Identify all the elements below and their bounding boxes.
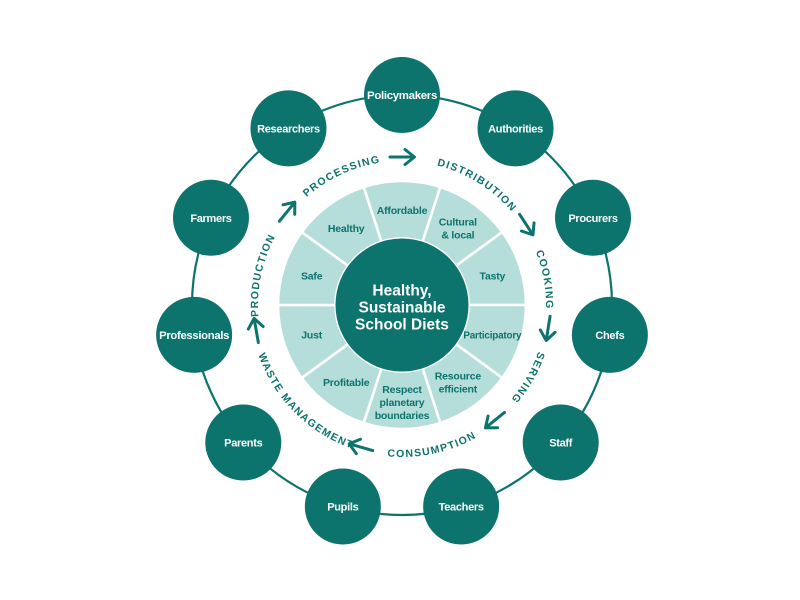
quality-label: Just bbox=[301, 329, 322, 341]
quality-label-line: Tasty bbox=[480, 271, 506, 283]
stakeholder-node: Farmers bbox=[172, 179, 249, 256]
stakeholder-disc bbox=[304, 468, 381, 545]
stakeholder-node: Pupils bbox=[304, 468, 381, 545]
stakeholder-node: Professionals bbox=[156, 296, 233, 373]
stakeholder-label: Staff bbox=[549, 438, 573, 450]
stakeholder-label: Policymakers bbox=[367, 90, 437, 102]
center-title-line: School Diets bbox=[355, 317, 449, 334]
stage-label: CONSUMPTION bbox=[387, 429, 478, 460]
stakeholder-disc bbox=[250, 90, 327, 167]
stakeholder-label: Authorities bbox=[488, 123, 543, 135]
quality-label-line: Participatory bbox=[463, 329, 521, 341]
stakeholder-node: Procurers bbox=[555, 179, 632, 256]
quality-label: Cultural& local bbox=[439, 217, 477, 242]
stakeholder-disc bbox=[423, 468, 500, 545]
stakeholder-disc bbox=[364, 57, 440, 133]
stakeholder-node: Authorities bbox=[477, 90, 554, 167]
quality-label: Safe bbox=[301, 271, 323, 283]
stakeholder-label: Farmers bbox=[190, 213, 231, 225]
stage-label: COOKING bbox=[533, 248, 555, 309]
stage-label-text: PRODUCTION bbox=[249, 232, 277, 317]
flow-arrow-icon bbox=[347, 437, 375, 456]
flow-arrow-icon bbox=[277, 200, 297, 223]
center-title-line: Healthy, bbox=[372, 283, 431, 300]
stakeholder-disc bbox=[156, 296, 233, 373]
stakeholder-label: Teachers bbox=[439, 501, 484, 513]
flow-arrows bbox=[246, 148, 557, 456]
quality-label-line: Profitable bbox=[323, 377, 370, 389]
stakeholder-circles: PolicymakersAuthoritiesProcurersChefsSta… bbox=[156, 57, 648, 545]
stakeholder-disc bbox=[571, 296, 648, 373]
stakeholder-label: Procurers bbox=[568, 213, 617, 225]
flow-arrow-icon bbox=[538, 314, 557, 342]
flow-arrow-icon bbox=[246, 316, 265, 345]
flow-arrow-icon bbox=[483, 410, 506, 430]
stakeholder-node: Chefs bbox=[571, 296, 648, 373]
flow-arrow-icon bbox=[518, 212, 536, 237]
quality-label-line: efficient bbox=[439, 383, 478, 395]
stakeholder-disc bbox=[205, 404, 282, 481]
stakeholder-disc bbox=[555, 179, 632, 256]
stakeholder-disc bbox=[477, 90, 554, 167]
stakeholder-label: Chefs bbox=[595, 330, 624, 342]
quality-label: Participatory bbox=[463, 329, 521, 341]
quality-label-line: Affordable bbox=[377, 205, 428, 217]
quality-label-line: Respect bbox=[382, 384, 422, 396]
quality-label-line: & local bbox=[441, 230, 474, 242]
stage-label-text: COOKING bbox=[533, 248, 554, 309]
stakeholder-label: Professionals bbox=[159, 330, 229, 342]
stage-label: PRODUCTION bbox=[249, 232, 278, 317]
stakeholder-label: Parents bbox=[224, 438, 262, 450]
quality-label-line: Resource bbox=[435, 370, 482, 382]
quality-label: Affordable bbox=[377, 205, 428, 217]
quality-label-line: Healthy bbox=[328, 223, 365, 235]
stakeholder-label: Pupils bbox=[327, 501, 358, 513]
quality-label-line: Safe bbox=[301, 271, 323, 283]
stakeholder-disc bbox=[172, 179, 249, 256]
stakeholder-node: Researchers bbox=[250, 90, 327, 167]
stakeholder-node: Teachers bbox=[423, 468, 500, 545]
stakeholder-disc bbox=[522, 404, 599, 481]
center-disc bbox=[335, 238, 469, 372]
stakeholder-node: Parents bbox=[205, 404, 282, 481]
quality-label: Healthy bbox=[328, 223, 365, 235]
quality-label-line: Cultural bbox=[439, 217, 477, 229]
quality-label-line: Just bbox=[301, 329, 322, 341]
quality-label-line: boundaries bbox=[375, 410, 430, 422]
stage-label-text: CONSUMPTION bbox=[387, 429, 477, 460]
quality-label: Tasty bbox=[480, 271, 506, 283]
flow-arrow-icon bbox=[388, 148, 416, 166]
quality-label: Profitable bbox=[323, 377, 370, 389]
stakeholder-node: Policymakers bbox=[364, 57, 440, 133]
stakeholder-node: Staff bbox=[522, 404, 599, 481]
quality-label-line: planetary bbox=[380, 397, 425, 409]
center-title-line: Sustainable bbox=[359, 300, 446, 317]
stakeholder-label: Researchers bbox=[257, 123, 320, 135]
